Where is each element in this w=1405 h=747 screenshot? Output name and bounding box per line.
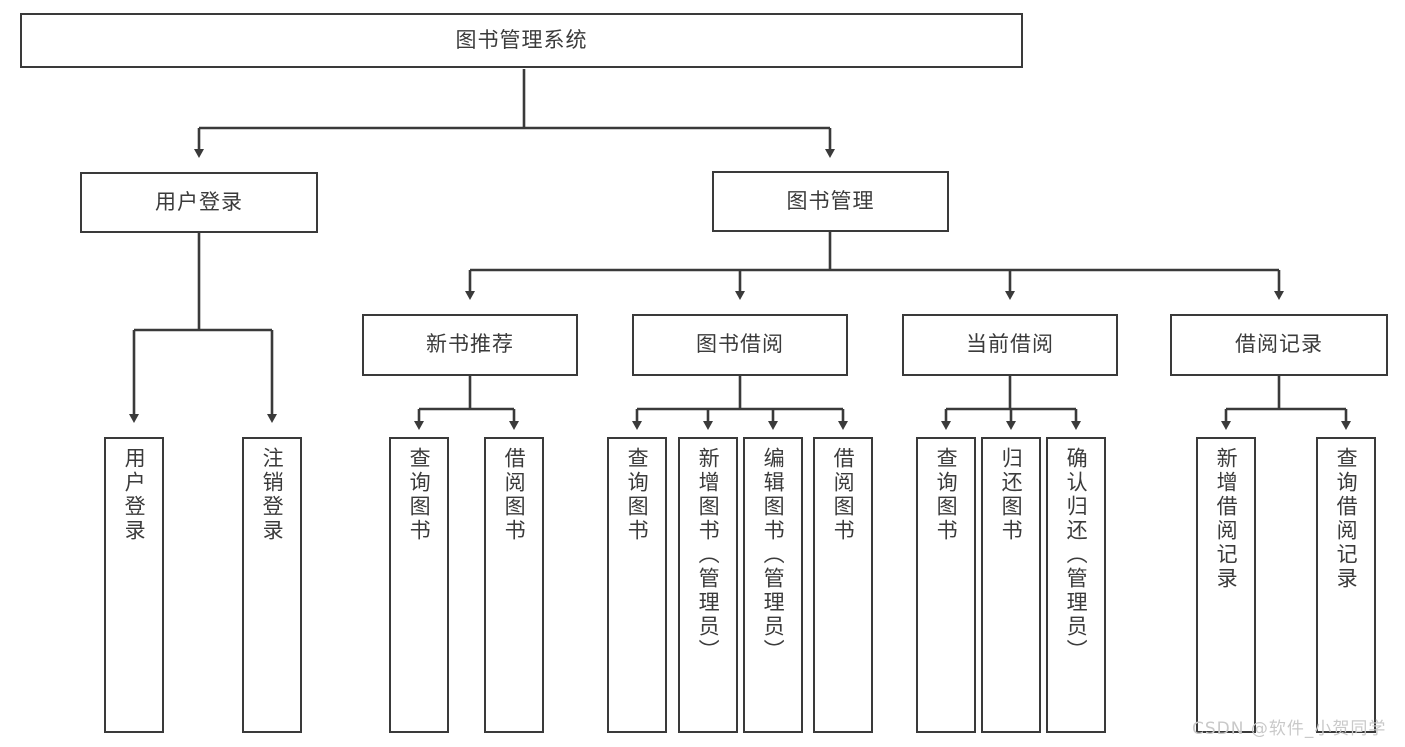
leaf-logout-label: 注销登录 bbox=[260, 447, 285, 543]
node-borrow-record-label: 借阅记录 bbox=[1235, 332, 1323, 357]
node-user-login[interactable]: 用户登录 bbox=[80, 172, 318, 233]
leaf-edit-book-admin[interactable]: 编辑图书（管理员） bbox=[743, 437, 803, 733]
leaf-borrow-book-newbook-label: 借阅图书 bbox=[502, 447, 527, 543]
leaf-add-book-admin-label: 新增图书（管理员） bbox=[696, 447, 721, 663]
leaf-query-book-borrow[interactable]: 查询图书 bbox=[607, 437, 667, 733]
leaf-borrow-book[interactable]: 借阅图书 bbox=[813, 437, 873, 733]
node-borrow-record[interactable]: 借阅记录 bbox=[1170, 314, 1388, 376]
leaf-return-book-label: 归还图书 bbox=[999, 447, 1024, 543]
leaf-add-borrow-record[interactable]: 新增借阅记录 bbox=[1196, 437, 1256, 733]
leaf-query-book-current[interactable]: 查询图书 bbox=[916, 437, 976, 733]
node-book-borrow-label: 图书借阅 bbox=[696, 332, 784, 357]
leaf-query-book-current-label: 查询图书 bbox=[934, 447, 959, 543]
node-root[interactable]: 图书管理系统 bbox=[20, 13, 1023, 68]
leaf-confirm-return-admin-label: 确认归还（管理员） bbox=[1064, 447, 1089, 663]
leaf-query-book-borrow-label: 查询图书 bbox=[625, 447, 650, 543]
node-root-label: 图书管理系统 bbox=[455, 27, 588, 52]
node-current-borrow-label: 当前借阅 bbox=[966, 332, 1054, 357]
leaf-add-book-admin[interactable]: 新增图书（管理员） bbox=[678, 437, 738, 733]
watermark-text: CSDN @软件_小贺同学 bbox=[1192, 719, 1387, 739]
node-book-management-label: 图书管理 bbox=[786, 188, 875, 213]
leaf-query-borrow-record[interactable]: 查询借阅记录 bbox=[1316, 437, 1376, 733]
leaf-user-login[interactable]: 用户登录 bbox=[104, 437, 164, 733]
leaf-borrow-book-newbook[interactable]: 借阅图书 bbox=[484, 437, 544, 733]
node-current-borrow[interactable]: 当前借阅 bbox=[902, 314, 1118, 376]
node-user-login-label: 用户登录 bbox=[155, 189, 243, 214]
leaf-add-borrow-record-label: 新增借阅记录 bbox=[1214, 447, 1239, 591]
leaf-query-book-newbook[interactable]: 查询图书 bbox=[389, 437, 449, 733]
node-new-book-recommend[interactable]: 新书推荐 bbox=[362, 314, 578, 376]
leaf-confirm-return-admin[interactable]: 确认归还（管理员） bbox=[1046, 437, 1106, 733]
leaf-query-borrow-record-label: 查询借阅记录 bbox=[1334, 447, 1359, 591]
node-book-borrow[interactable]: 图书借阅 bbox=[632, 314, 848, 376]
leaf-user-login-label: 用户登录 bbox=[122, 447, 147, 543]
leaf-borrow-book-label: 借阅图书 bbox=[831, 447, 856, 543]
node-book-management[interactable]: 图书管理 bbox=[712, 171, 949, 232]
node-new-book-recommend-label: 新书推荐 bbox=[426, 332, 514, 357]
leaf-edit-book-admin-label: 编辑图书（管理员） bbox=[761, 447, 786, 663]
leaf-query-book-newbook-label: 查询图书 bbox=[407, 447, 432, 543]
leaf-logout[interactable]: 注销登录 bbox=[242, 437, 302, 733]
leaf-return-book[interactable]: 归还图书 bbox=[981, 437, 1041, 733]
